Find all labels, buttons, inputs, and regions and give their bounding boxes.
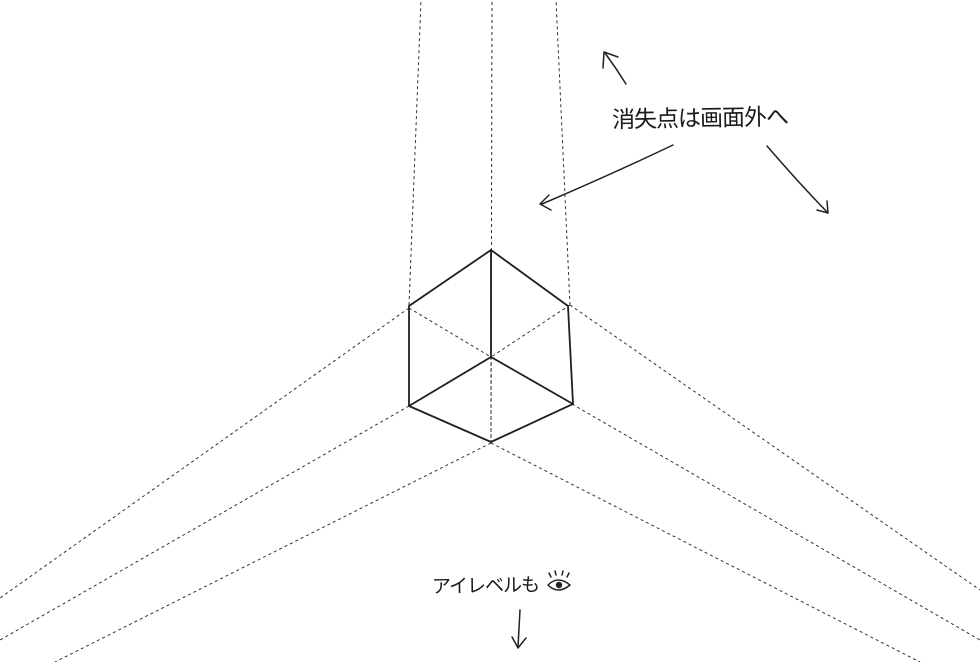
guide-right-2 bbox=[571, 403, 980, 641]
guide-left-3 bbox=[54, 442, 492, 662]
right-guides bbox=[408, 304, 980, 662]
guide-left-2 bbox=[0, 405, 410, 641]
guide-right-4 bbox=[408, 307, 492, 358]
guide-vertical-right bbox=[555, 0, 571, 306]
guide-right-3 bbox=[490, 442, 921, 662]
arrow-up-icon bbox=[602, 51, 627, 85]
left-guides bbox=[0, 304, 571, 662]
eye-level-note: アイレベルも bbox=[431, 574, 540, 598]
guide-left-1 bbox=[0, 307, 410, 599]
guide-left-4 bbox=[490, 304, 571, 358]
cube-outline bbox=[408, 249, 574, 443]
cube bbox=[408, 249, 574, 443]
arrow-down-icon bbox=[511, 609, 527, 649]
arrow-to-cube-icon bbox=[539, 144, 674, 211]
vanishing-point-note: 消失点は画面外へ bbox=[611, 104, 789, 134]
annotation-arrows bbox=[511, 51, 829, 649]
arrow-down-right-icon bbox=[766, 145, 829, 214]
cube-inner-right-edge bbox=[490, 356, 574, 405]
cube-inner-left-edge bbox=[408, 356, 492, 407]
guide-vertical-left bbox=[408, 0, 422, 306]
guide-right-1 bbox=[569, 304, 980, 591]
vertical-guides bbox=[408, 0, 571, 444]
eye-icon bbox=[547, 570, 571, 591]
